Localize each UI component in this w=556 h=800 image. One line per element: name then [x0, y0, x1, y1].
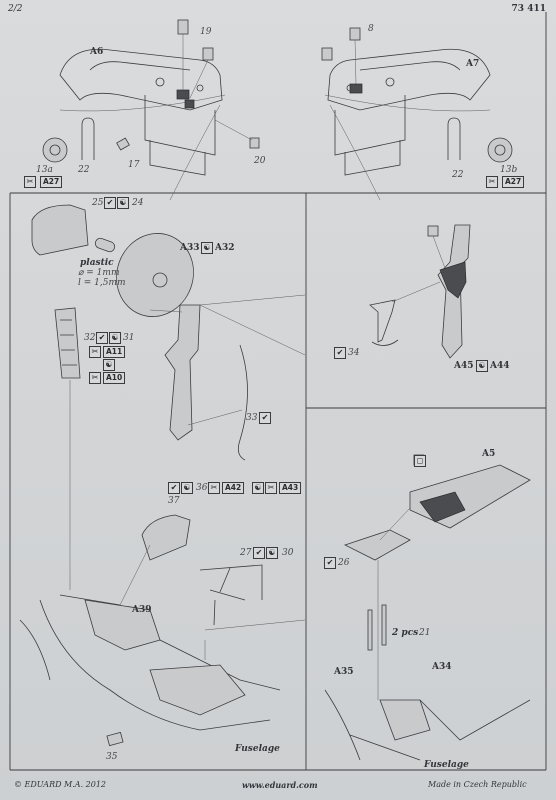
check-icon: ✔: [168, 482, 180, 494]
part-33-label: 33: [246, 413, 258, 423]
part-8-label: 8: [368, 24, 374, 34]
part-22-right-label: 22: [452, 170, 464, 180]
plastic-part-icon: ✂: [265, 482, 277, 494]
part-30-label: 30: [282, 548, 294, 558]
ref-a27-left: A27: [40, 176, 63, 188]
check-icon: ✔: [253, 547, 265, 559]
fuselage-caption-right: Fuselage: [424, 760, 469, 770]
check-icon: ✔: [324, 557, 336, 569]
ref-a42-label: A42: [222, 482, 245, 494]
ref-a45-label: A45: [454, 361, 474, 371]
check-icon: ✔: [334, 347, 346, 359]
ref-a5-label: A5: [482, 449, 496, 459]
yinyang-icon: ☯: [266, 547, 278, 559]
ref-a43-label: A43: [279, 482, 302, 494]
ref-a35-label: A35: [334, 667, 354, 677]
plastic-note-length: l = 1,5mm: [78, 278, 126, 288]
plastic-note-diameter: ⌀ = 1mm: [78, 268, 120, 278]
part-21-label: 21: [419, 628, 431, 638]
part-35-label: 35: [106, 752, 118, 762]
part-32-label: 32: [84, 333, 96, 343]
yinyang-icon: ☯: [103, 359, 115, 371]
check-icon: ✔: [104, 197, 116, 209]
ref-a11-label: A11: [103, 346, 126, 358]
part-13b-label: 13b: [500, 165, 518, 175]
plastic-part-icon: ✂: [208, 482, 220, 494]
assembly-a6-label: A6: [90, 47, 104, 57]
plastic-part-icon: ✂: [89, 346, 101, 358]
part-22-left-label: 22: [78, 165, 90, 175]
yinyang-icon: ☯: [201, 242, 213, 254]
plastic-part-icon: ✂: [24, 176, 36, 188]
ref-a33-label: A33: [180, 243, 200, 253]
website-link[interactable]: www.eduard.com: [242, 780, 318, 790]
ref-a34-label: A34: [432, 662, 452, 672]
ref-a10-label: A10: [103, 372, 126, 384]
yinyang-icon: ☯: [181, 482, 193, 494]
copyright-text: © EDUARD M.A. 2012: [14, 780, 107, 789]
part-25-label: 25: [92, 198, 104, 208]
set-number: 73 411: [511, 4, 546, 14]
paint-icon: ◻: [414, 455, 426, 467]
plastic-part-icon: ✂: [89, 372, 101, 384]
plastic-part-icon: ✂: [486, 176, 498, 188]
ref-a44-label: A44: [490, 361, 510, 371]
check-icon: ✔: [96, 332, 108, 344]
check-icon: ✔: [259, 412, 271, 424]
page-number: 2/2: [8, 4, 23, 14]
assembly-a7-label: A7: [466, 59, 480, 69]
part-36-label: 36: [196, 483, 208, 493]
fuselage-caption-left: Fuselage: [235, 744, 280, 754]
part-34-label: 34: [348, 348, 360, 358]
part-20-label: 20: [254, 156, 266, 166]
part-19-label: 19: [200, 27, 212, 37]
part-27-label: 27: [240, 548, 252, 558]
part-24-label: 24: [132, 198, 144, 208]
yinyang-icon: ☯: [117, 197, 129, 209]
diameter-icon: ⌀: [78, 268, 87, 278]
yinyang-icon: ☯: [252, 482, 264, 494]
part-26-label: 26: [338, 558, 350, 568]
qty-label: 2 pcs: [392, 628, 419, 638]
part-37-label: 37: [168, 496, 180, 506]
ref-a32-label: A32: [215, 243, 235, 253]
ref-a27-right: A27: [502, 176, 525, 188]
part-13a-label: 13a: [36, 165, 53, 175]
part-31-label: 31: [123, 333, 135, 343]
yinyang-icon: ☯: [476, 360, 488, 372]
plastic-note-title: plastic: [80, 258, 114, 268]
part-17-label: 17: [128, 160, 140, 170]
made-in-text: Made in Czech Republic: [428, 780, 527, 789]
yinyang-icon: ☯: [109, 332, 121, 344]
ref-a39-label: A39: [132, 605, 152, 615]
